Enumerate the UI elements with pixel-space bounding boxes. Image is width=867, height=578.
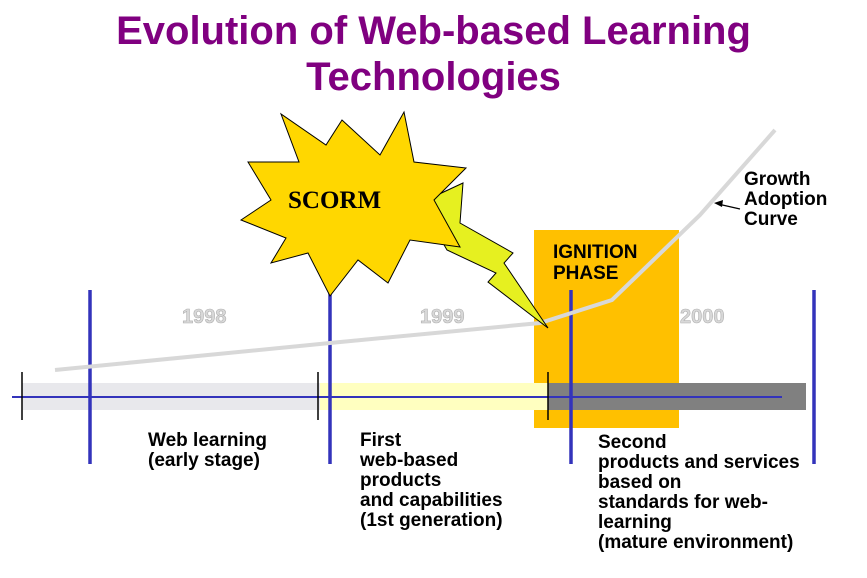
stage-early-label: Web learning (early stage) (148, 431, 267, 471)
stage-mature-line: based on (598, 472, 682, 493)
ignition-line-1: IGNITION (553, 242, 638, 263)
page-title: Evolution of Web-based Learning Technolo… (0, 8, 867, 100)
stage-first-line: and capabilities (360, 490, 503, 511)
stage-mature-line: learning (598, 512, 672, 533)
growth-adoption-curve (54, 128, 777, 372)
stage-mature-line: products and services (598, 452, 800, 473)
stage-first-label: First web-based products and capabilitie… (360, 431, 503, 531)
year-label-2000: 2000 (680, 306, 725, 329)
year-label-1998: 1998 (182, 306, 227, 329)
curve-label-line-1: Growth (744, 169, 811, 190)
title-line-1: Evolution of Web-based Learning (116, 9, 751, 53)
stage-first-line: web-based (360, 450, 459, 471)
ignition-line-2: PHASE (553, 263, 619, 284)
stage-early-line: Web learning (148, 430, 267, 451)
title-line-2: Technologies (306, 55, 561, 99)
stage-early-line: (early stage) (148, 450, 260, 471)
stage-first-line: First (360, 430, 402, 451)
growth-curve-label: Growth Adoption Curve (744, 170, 827, 230)
stage-first-line: (1st generation) (360, 510, 503, 531)
year-label-1999: 1999 (420, 306, 465, 329)
stage-mature-line: (mature environment) (598, 532, 794, 553)
stage-first-line: products (360, 470, 442, 491)
ignition-phase-label: IGNITION PHASE (553, 242, 637, 284)
curve-label-line-3: Curve (744, 209, 798, 230)
scorm-label: SCORM (288, 187, 382, 214)
stage-mature-line: Second (598, 432, 667, 453)
lightning-bolt (419, 182, 549, 329)
stage-mature-line: standards for web- (598, 492, 768, 513)
scorm-starburst (239, 110, 468, 297)
arrowhead-icon (714, 200, 723, 207)
curve-label-line-2: Adoption (744, 189, 828, 210)
stage-mature-label: Second products and services based on st… (598, 433, 800, 553)
